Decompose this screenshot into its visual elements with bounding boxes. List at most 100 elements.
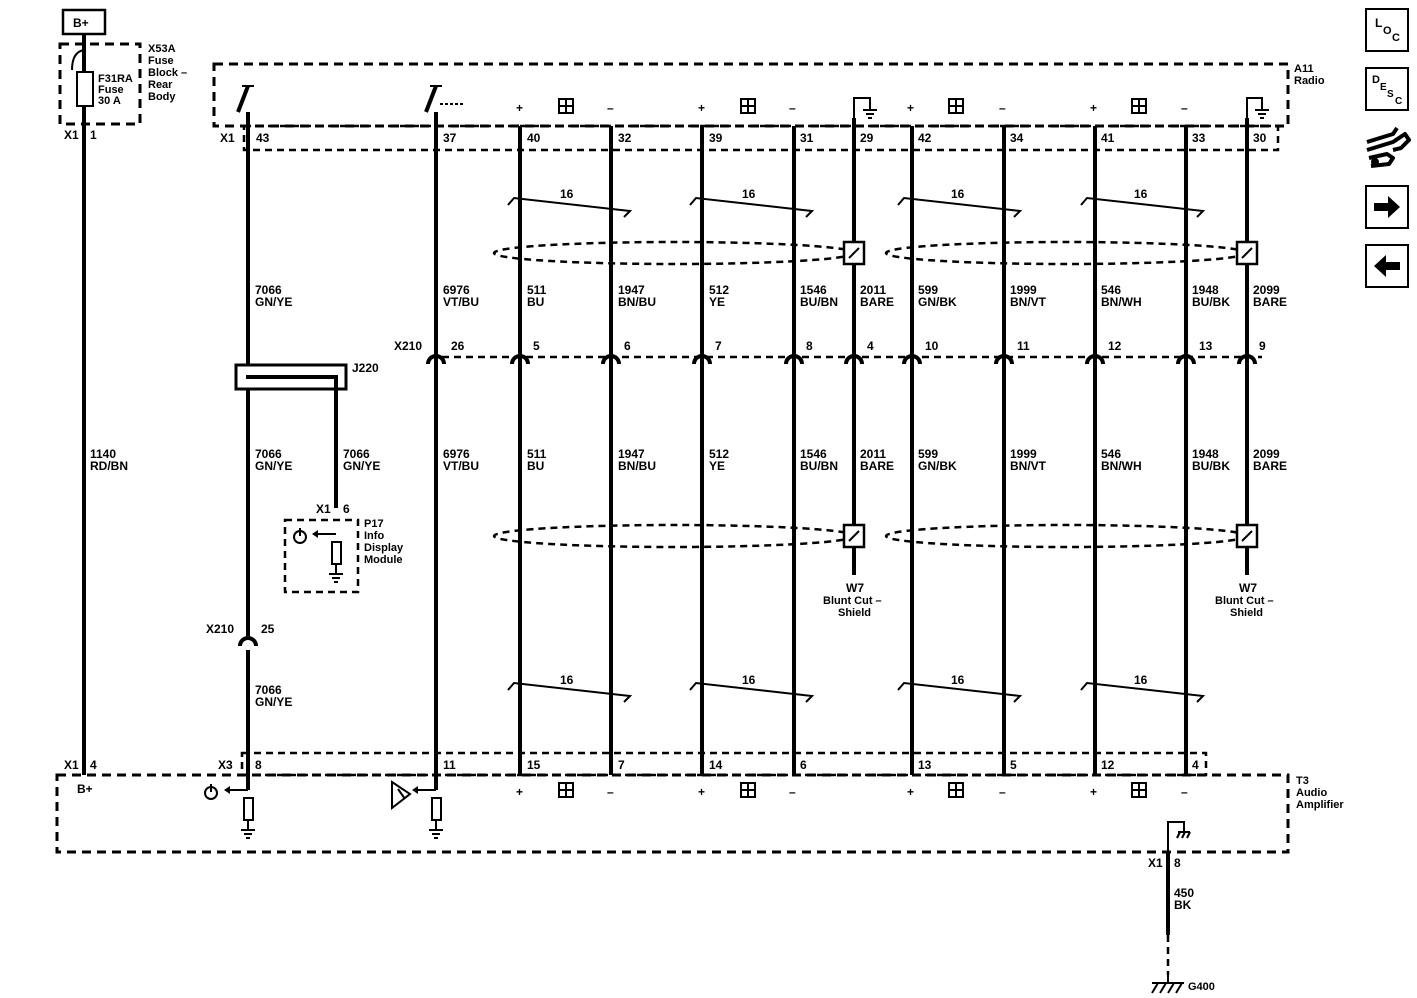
wire-labels-upper: 7066 GN/YE 6976 VT/BU 511 BU 1947 BN/BU … [255,283,1287,309]
wire-circuit: 546 [1101,447,1121,461]
wire-circuit: 511 [527,283,547,297]
inline-pin: 10 [925,339,939,353]
wire-color: BN/BU [618,295,656,309]
radio-ref: A11 [1294,63,1314,75]
wire-color: BU/BK [1192,459,1230,473]
amp-plus-4: + [1090,785,1097,799]
twist-label: 16 [742,187,756,201]
wire-circuit: 2011 [860,447,886,461]
radio-ground-1 [853,97,877,119]
fuse-block: X53A Fuse Block – Rear Body F31RA Fuse 3… [58,42,187,142]
inline-pin-labels: 26 5 6 7 8 4 10 11 12 13 9 [451,339,1266,353]
amp-conn: X3 [218,758,233,772]
amp-pin: 7 [618,758,625,772]
inline-pin: 9 [1259,339,1266,353]
wire-circuit: 599 [918,283,938,297]
radio-minus-4: – [1181,101,1188,115]
wire-color: BN/WH [1101,295,1142,309]
wire-color: BU [527,459,544,473]
wire-color: BARE [860,459,894,473]
desc-icon: D E S C [1372,74,1402,107]
shield-label-1: W7 Blunt Cut – Shield [823,581,882,619]
info-pin: 6 [343,502,350,516]
wire-circuit: 1948 [1192,283,1219,297]
next-button[interactable] [1365,185,1409,229]
wire-color: GN/YE [255,459,292,473]
twist-label: 16 [1134,673,1148,687]
inline-pin: 7 [715,339,722,353]
radio-pin: 39 [709,131,723,145]
splice-ref: J220 [352,361,379,375]
inline-pin: 4 [867,339,874,353]
radio-pin: 42 [918,131,932,145]
radio-plus-4: + [1090,101,1097,115]
radio-plus-1: + [516,101,523,115]
wire-circuit: 7066 [343,447,370,461]
wire-circuit: 1999 [1010,283,1037,297]
desc-letter: S [1387,89,1394,100]
wire-color: BARE [1253,295,1287,309]
wire-circuit: 1999 [1010,447,1037,461]
wire-color: BARE [860,295,894,309]
loc-letter: O [1383,25,1392,37]
amp-ref: T3 [1296,775,1309,787]
wire-color: GN/YE [255,295,292,309]
radio-pin: 43 [256,131,270,145]
wire-color: GN/YE [255,695,292,709]
desc-letter: D [1372,74,1380,86]
amp-pin: 15 [527,758,541,772]
wire-circuit: 7066 [255,283,282,297]
fuse-block-line4: Body [148,91,176,103]
amp-ground-conn: X1 [1148,856,1163,870]
amp-conn-left: X1 [64,758,79,772]
wire-color: BU/BK [1192,295,1230,309]
wire-circuit: 2011 [860,283,886,297]
radio-pin: 33 [1192,131,1206,145]
amp-line2: Amplifier [1296,799,1344,811]
fuse-word: Fuse [98,84,124,96]
radio-minus-1: – [607,101,614,115]
info-line3: Module [364,554,403,566]
wire-circuit: 7066 [255,683,282,697]
radio-pin: 37 [443,131,457,145]
loc-letter: L [1375,16,1382,30]
wire-circuit: 512 [709,447,729,461]
wire-circuit: 512 [709,283,729,297]
loc-button[interactable]: L O C [1365,8,1409,52]
amp-pin: 11 [443,758,456,772]
radio-switch-1 [236,85,254,113]
prev-button[interactable] [1365,244,1409,288]
wire-circuit: 1948 [1192,447,1219,461]
amp-pin: 12 [1101,758,1115,772]
shield-line2: Shield [1230,607,1263,619]
fuse-block-line3: Rear [148,79,173,91]
inline-pin: 26 [451,339,465,353]
radio-conn: X1 [220,131,235,145]
amp-plus-1: + [516,785,523,799]
twist-label: 16 [951,187,965,201]
radio-pin: 34 [1010,131,1024,145]
arrow-left-icon [1374,255,1400,277]
wire-color: BN/BU [618,459,656,473]
shield-ref: W7 [1239,581,1257,595]
ground-wire-color: BK [1174,898,1192,912]
info-conn: X1 [316,502,331,516]
amp-pin: 13 [918,758,932,772]
wire-circuit: 7066 [255,447,282,461]
connector-button[interactable] [1363,124,1413,172]
fuse-block-line2: Block – [148,67,187,79]
wires [246,112,1249,790]
inline-connector-x210-lower: X210 25 7066 GN/YE [206,622,292,709]
ground-g400: G400 [1151,975,1215,994]
inline-pin: 11 [1017,339,1030,353]
amp-ground: X1 8 450 BK [1148,821,1194,975]
wire-circuit: 1947 [618,283,645,297]
amp-minus-4: – [1181,785,1188,799]
desc-button[interactable]: D E S C [1365,67,1409,111]
wire-color: YE [709,295,725,309]
twist-label: 16 [951,673,965,687]
shield-line1: Blunt Cut – [1215,595,1274,607]
twist-label: 16 [560,187,574,201]
radio-name: Radio [1294,75,1325,87]
radio-pin: 31 [800,131,814,145]
